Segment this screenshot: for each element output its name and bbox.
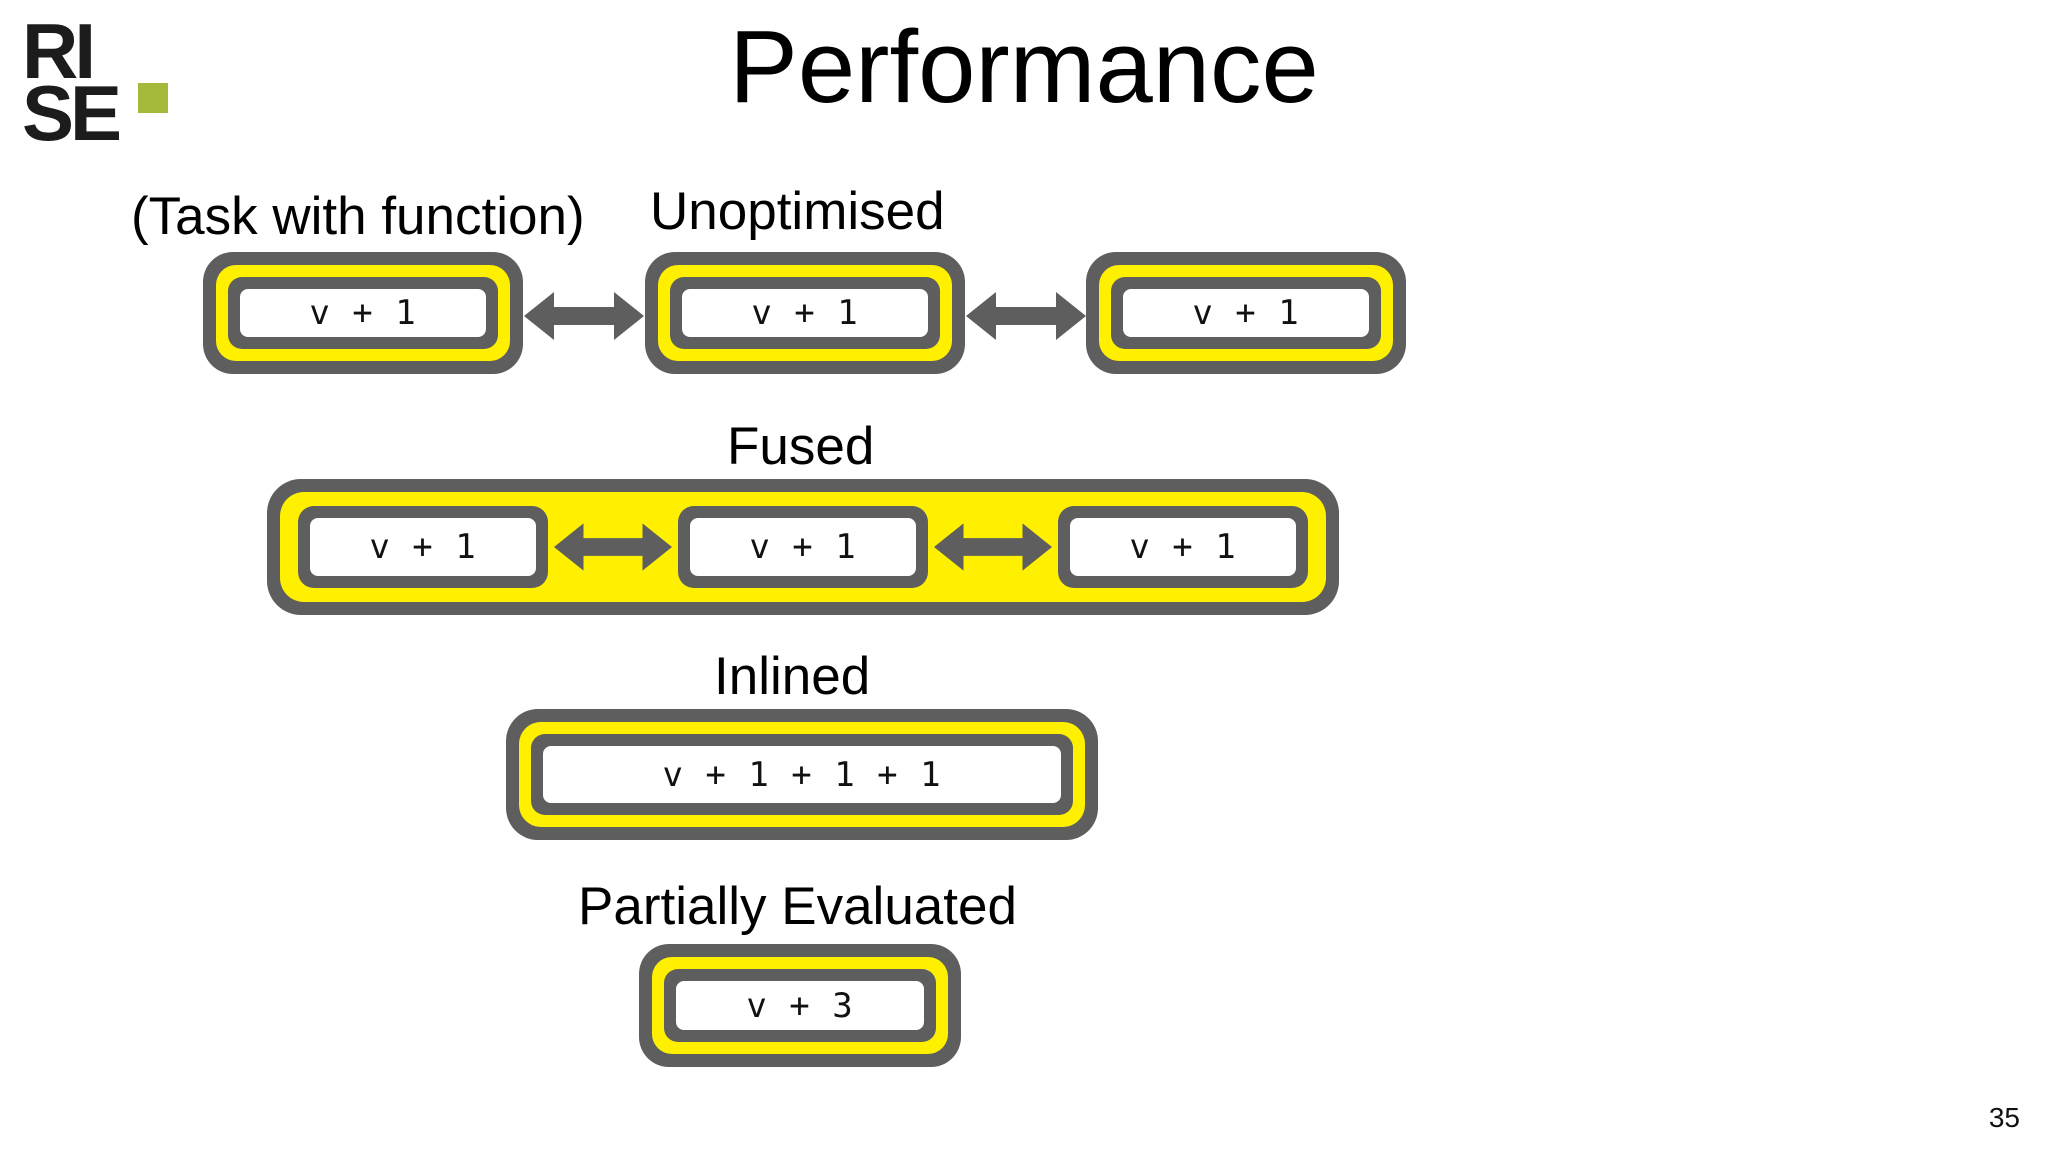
- code-text: v + 1: [1129, 527, 1237, 567]
- inner-ring: v + 1 + 1 + 1: [531, 734, 1073, 815]
- task-box-unoptimised-2[interactable]: v + 1: [645, 252, 965, 374]
- task-box-unoptimised-1[interactable]: v + 1: [203, 252, 523, 374]
- fused-box-row: v + 1 v + 1 v + 1: [298, 506, 1308, 588]
- label-task-with-function: (Task with function): [131, 187, 585, 246]
- code-cell: v + 1: [310, 518, 536, 576]
- label-inlined: Inlined: [714, 647, 871, 706]
- inner-ring: v + 1: [1111, 277, 1381, 349]
- code-text: v + 1: [309, 293, 417, 333]
- code-cell: v + 1: [682, 289, 928, 337]
- logo-text-ri: RI: [22, 7, 96, 95]
- fused-box-3[interactable]: v + 1: [1058, 506, 1308, 588]
- yellow-band: v + 1: [658, 265, 952, 361]
- code-text: v + 1: [1192, 293, 1300, 333]
- yellow-band: v + 1 v + 1 v + 1: [280, 492, 1326, 602]
- yellow-band: v + 1: [216, 265, 510, 361]
- code-cell: v + 3: [676, 981, 924, 1030]
- double-arrow-icon: [934, 519, 1052, 575]
- page-number: 35: [1988, 1102, 2020, 1133]
- label-partially-evaluated: Partially Evaluated: [578, 877, 1017, 936]
- partially-evaluated-box[interactable]: v + 3: [639, 944, 961, 1067]
- yellow-band: v + 1: [1099, 265, 1393, 361]
- fused-box-1[interactable]: v + 1: [298, 506, 548, 588]
- inner-ring: v + 3: [664, 969, 936, 1042]
- code-cell: v + 1: [690, 518, 916, 576]
- inlined-box[interactable]: v + 1 + 1 + 1: [506, 709, 1098, 840]
- code-text: v + 1: [369, 527, 477, 567]
- code-text: v + 1 + 1 + 1: [662, 754, 942, 795]
- yellow-band: v + 1 + 1 + 1: [519, 722, 1085, 827]
- double-arrow-icon: [966, 288, 1086, 344]
- inner-ring: v + 1: [228, 277, 498, 349]
- fused-box-2[interactable]: v + 1: [678, 506, 928, 588]
- double-arrow-icon: [554, 519, 672, 575]
- label-fused: Fused: [727, 417, 875, 476]
- label-unoptimised: Unoptimised: [650, 182, 945, 241]
- code-cell: v + 1: [240, 289, 486, 337]
- code-text: v + 3: [746, 985, 854, 1026]
- slide-title: Performance: [729, 9, 1319, 124]
- logo-green-square-icon: [138, 83, 168, 113]
- task-box-unoptimised-3[interactable]: v + 1: [1086, 252, 1406, 374]
- yellow-band: v + 3: [652, 957, 948, 1054]
- code-cell: v + 1: [1123, 289, 1369, 337]
- code-cell: v + 1 + 1 + 1: [543, 746, 1061, 803]
- fused-container[interactable]: v + 1 v + 1 v + 1: [267, 479, 1339, 615]
- double-arrow-icon: [524, 288, 644, 344]
- code-text: v + 1: [749, 527, 857, 567]
- inner-ring: v + 1: [670, 277, 940, 349]
- code-text: v + 1: [751, 293, 859, 333]
- rise-logo: RI SE: [22, 7, 168, 180]
- code-cell: v + 1: [1070, 518, 1296, 576]
- logo-text-se: SE: [22, 69, 122, 157]
